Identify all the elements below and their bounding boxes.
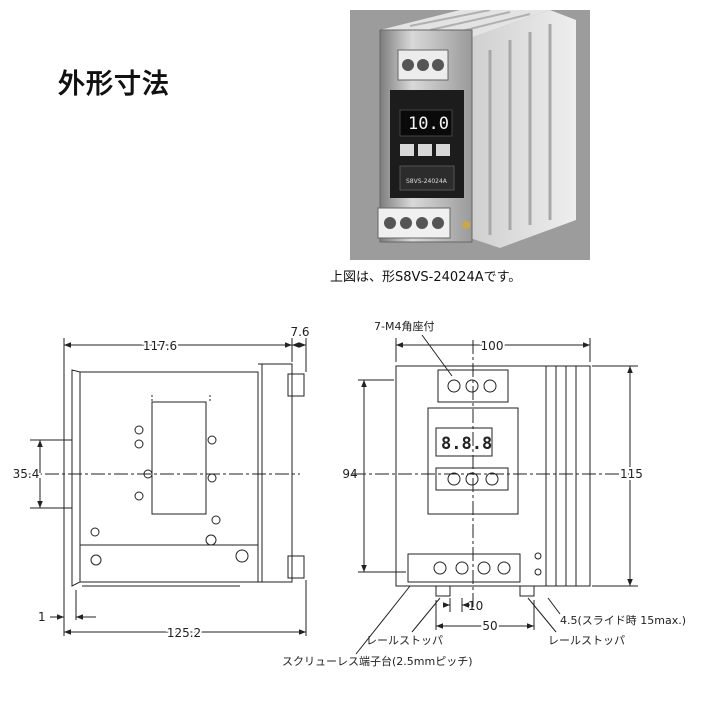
side-dim-base: 125.2 bbox=[167, 626, 201, 640]
front-dim-width: 100 bbox=[481, 339, 504, 353]
product-photo: 10.0 S8VS-24024A bbox=[350, 10, 590, 260]
photo-label-plate: S8VS-24024A bbox=[406, 178, 448, 185]
side-dim-width: 117.6 bbox=[143, 339, 177, 353]
photo-caption: 上図は、形S8VS-24024Aです。 bbox=[330, 270, 522, 285]
side-dim-one: 1 bbox=[38, 610, 46, 624]
front-display-digits: 8.8.8 bbox=[441, 434, 492, 454]
page-title: 外形寸法 bbox=[58, 69, 170, 100]
photo-display: 10.0 bbox=[408, 114, 449, 134]
front-dim-inner-height: 94 bbox=[342, 467, 357, 481]
front-rail-stopper-left: レールストッパ bbox=[366, 634, 443, 647]
dimension-drawing: 117.6 7.6 35.4 1 125.2 7-M4角座付 100 94 11… bbox=[11, 319, 686, 668]
front-dim-height: 115 bbox=[620, 467, 643, 481]
front-dim-pitch: 10 bbox=[468, 599, 483, 613]
front-terminal-note: 7-M4角座付 bbox=[374, 319, 434, 333]
front-rail-stopper-right: レールストッパ bbox=[548, 634, 625, 647]
side-dim-depth-extra: 7.6 bbox=[290, 325, 309, 339]
front-slide-note: 4.5(スライド時 15max.) bbox=[560, 614, 686, 627]
front-dim-span: 50 bbox=[482, 619, 497, 633]
side-view bbox=[71, 363, 305, 587]
front-view bbox=[395, 365, 591, 597]
front-screwless-note: スクリューレス端子台(2.5mmピッチ) bbox=[282, 654, 473, 668]
side-dim-rail: 35.4 bbox=[13, 467, 40, 481]
